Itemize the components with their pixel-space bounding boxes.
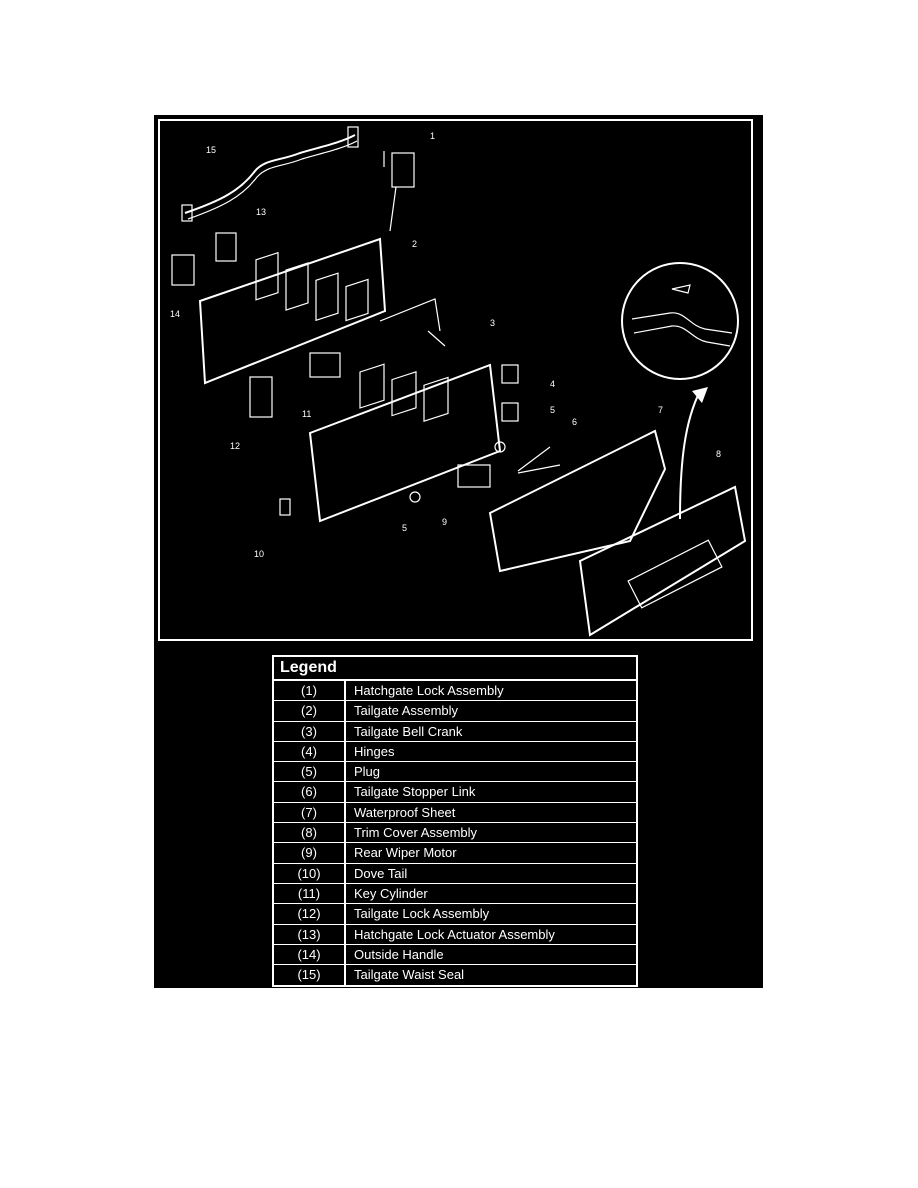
legend-item-number: (13) bbox=[274, 924, 346, 944]
legend-row: (8) Trim Cover Assembly bbox=[274, 823, 636, 844]
legend-item-number: (3) bbox=[274, 721, 346, 741]
legend-item-description: Hatchgate Lock Actuator Assembly bbox=[354, 926, 555, 942]
legend-row: (9) Rear Wiper Motor bbox=[274, 843, 636, 864]
legend-row: (14) Outside Handle bbox=[274, 944, 636, 966]
callout-12: 12 bbox=[230, 441, 240, 451]
callout-2: 2 bbox=[412, 239, 417, 249]
key-cylinder-part bbox=[309, 352, 341, 378]
legend-row: (2) Tailgate Assembly bbox=[274, 701, 636, 722]
legend-item-description: Waterproof Sheet bbox=[354, 804, 456, 820]
outside-handle-part bbox=[171, 254, 195, 286]
tailgate-panel-part bbox=[198, 237, 387, 385]
tailgate-inner-part bbox=[308, 363, 502, 523]
legend-row: (15) Tailgate Waist Seal bbox=[274, 965, 636, 986]
tailgate-exploded-view: 1 2 3 4 5 5 6 7 8 9 10 11 12 13 14 15 bbox=[170, 126, 747, 637]
callout-6: 6 bbox=[572, 417, 577, 427]
legend-item-description: Key Cylinder bbox=[354, 885, 428, 901]
legend-item-description: Trim Cover Assembly bbox=[354, 825, 478, 841]
legend-item-number: (4) bbox=[274, 741, 346, 762]
legend-item-description: Tailgate Waist Seal bbox=[354, 967, 465, 983]
legend-item-number: (8) bbox=[274, 823, 346, 843]
figure-frame: 1 2 3 4 5 5 6 7 8 9 10 11 12 13 14 15 Le… bbox=[154, 115, 763, 988]
legend-title: Legend bbox=[274, 657, 636, 681]
legend-item-description: Dove Tail bbox=[354, 865, 408, 881]
legend-item-description: Hatchgate Lock Assembly bbox=[354, 683, 504, 698]
legend-item-description: Plug bbox=[354, 764, 381, 780]
legend-item-number: (2) bbox=[274, 701, 346, 721]
callout-15: 15 bbox=[206, 145, 216, 155]
callout-1: 1 bbox=[430, 131, 435, 141]
legend-item-number: (10) bbox=[274, 863, 346, 883]
callout-3: 3 bbox=[490, 318, 495, 328]
legend-row: (11) Key Cylinder bbox=[274, 883, 636, 905]
legend-row: (7) Waterproof Sheet bbox=[274, 802, 636, 824]
waist-seal-part bbox=[184, 134, 356, 214]
callout-8: 8 bbox=[716, 449, 721, 459]
hatchgate-lock-part bbox=[391, 152, 415, 188]
legend-rows: (1) Hatchgate Lock Assembly (2) Tailgate As… bbox=[274, 681, 636, 986]
callout-5a: 5 bbox=[550, 405, 555, 415]
legend-item-description: Outside Handle bbox=[354, 946, 444, 962]
legend-item-description: Tailgate Assembly bbox=[354, 703, 459, 719]
legend-row: (3) Tailgate Bell Crank bbox=[274, 721, 636, 742]
hinge-part bbox=[501, 364, 519, 384]
legend-row: (10) Dove Tail bbox=[274, 863, 636, 884]
legend-item-number: (1) bbox=[274, 681, 346, 701]
legend-item-description: Tailgate Stopper Link bbox=[354, 784, 476, 800]
trim-cover-part bbox=[578, 485, 747, 637]
legend-row: (5) Plug bbox=[274, 762, 636, 783]
detail-inset bbox=[621, 262, 739, 380]
callout-13: 13 bbox=[256, 207, 266, 217]
legend-row: (4) Hinges bbox=[274, 741, 636, 763]
legend-item-description: Hinges bbox=[354, 743, 395, 759]
callout-5b: 5 bbox=[402, 523, 407, 533]
legend-item-description: Rear Wiper Motor bbox=[354, 845, 457, 861]
legend-row: (12) Tailgate Lock Assembly bbox=[274, 904, 636, 925]
legend-item-description: Tailgate Bell Crank bbox=[354, 723, 463, 739]
legend-item-number: (12) bbox=[274, 904, 346, 924]
legend-item-number: (7) bbox=[274, 802, 346, 823]
callout-10: 10 bbox=[254, 549, 264, 559]
exploded-diagram: 1 2 3 4 5 5 6 7 8 9 10 11 12 13 14 15 bbox=[158, 119, 753, 641]
callout-9: 9 bbox=[442, 517, 447, 527]
callout-11: 11 bbox=[302, 409, 311, 419]
legend-item-number: (6) bbox=[274, 782, 346, 802]
legend-item-number: (5) bbox=[274, 762, 346, 782]
callout-4: 4 bbox=[550, 379, 555, 389]
legend-item-description: Tailgate Lock Assembly bbox=[354, 906, 490, 922]
legend-item-number: (9) bbox=[274, 843, 346, 863]
waterproof-sheet-part bbox=[488, 429, 667, 573]
tailgate-lock-part bbox=[249, 376, 273, 418]
actuator-part bbox=[215, 232, 237, 262]
legend-table: Legend (1) Hatchgate Lock Assembly (2) Tail… bbox=[272, 655, 638, 988]
legend-row: (1) Hatchgate Lock Assembly bbox=[274, 681, 636, 702]
legend-row: (6) Tailgate Stopper Link bbox=[274, 782, 636, 803]
callout-14: 14 bbox=[170, 309, 180, 319]
legend-item-number: (14) bbox=[274, 944, 346, 965]
legend-item-number: (15) bbox=[274, 965, 346, 986]
dove-tail-part bbox=[279, 498, 291, 516]
legend-item-number: (11) bbox=[274, 883, 346, 904]
callout-7: 7 bbox=[658, 405, 663, 415]
wiper-motor-part bbox=[457, 464, 491, 488]
legend-row: (13) Hatchgate Lock Actuator Assembly bbox=[274, 924, 636, 945]
